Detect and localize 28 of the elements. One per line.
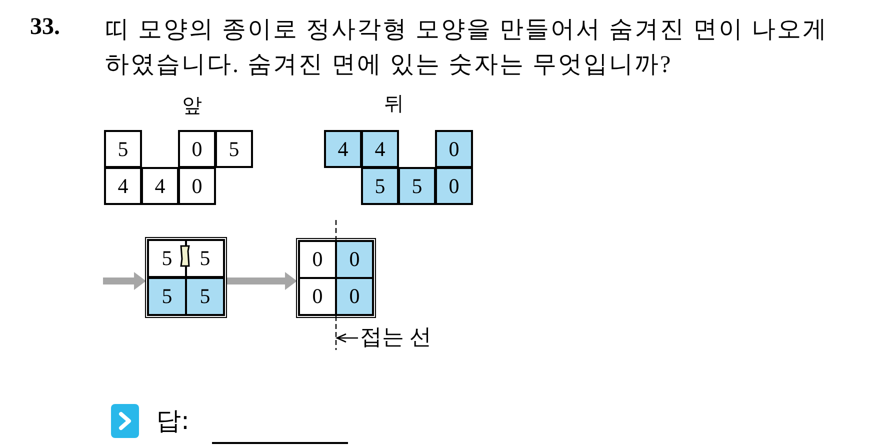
- number-cell: 4: [324, 130, 362, 168]
- number-cell: 5: [104, 130, 142, 168]
- number-cell: 0: [178, 130, 216, 168]
- number-cell: 4: [361, 130, 399, 168]
- number-cell: 5: [185, 277, 225, 316]
- number-cell: 0: [178, 167, 216, 205]
- number-cell: 4: [141, 167, 179, 205]
- number-cell: 5: [398, 167, 436, 205]
- number-cell: 0: [298, 240, 337, 279]
- question-text: 띠 모양의 종이로 정사각형 모양을 만들어서 숨겨진 면이 나오게 하였습니다. 숨겨진 면에 있는 숫자는 무엇입니까?: [105, 16, 829, 80]
- view-label: 앞: [182, 94, 202, 119]
- number-cell: 5: [215, 130, 253, 168]
- arrow: [336, 333, 358, 343]
- view-label: 뒤: [384, 92, 404, 117]
- question-number: 33.: [30, 14, 60, 41]
- number-cell: 0: [335, 240, 374, 279]
- number-cell: 0: [435, 130, 473, 168]
- number-cell: 5: [147, 277, 187, 316]
- number-cell: 0: [335, 277, 374, 316]
- arrow: [226, 272, 297, 290]
- number-cell: 5: [361, 167, 399, 205]
- number-cell: 4: [104, 167, 142, 205]
- number-cell: 5: [185, 239, 225, 278]
- answer-label: 답:: [156, 405, 190, 437]
- arrow: [103, 272, 146, 290]
- number-cell: 0: [298, 277, 337, 316]
- number-cell: 0: [435, 167, 473, 205]
- fold-line-label: 접는 선: [352, 322, 452, 352]
